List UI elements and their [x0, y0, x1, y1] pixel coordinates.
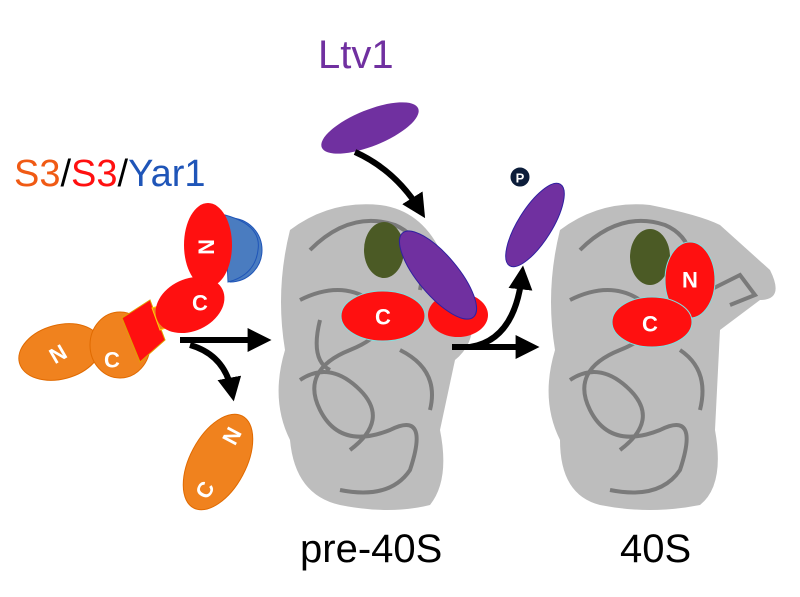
red-s3-c-domain — [611, 296, 693, 348]
rrna-lines — [298, 218, 434, 495]
pre40s-label: pre-40S — [300, 527, 442, 571]
c-label: C — [375, 305, 391, 330]
rrna-lines — [568, 218, 759, 495]
c-label: C — [642, 312, 658, 337]
yar1-label: Yar1 — [128, 153, 205, 195]
released-s3: N C — [182, 413, 254, 511]
ltv1-bound — [398, 230, 478, 320]
mature40s-label: 40S — [620, 527, 691, 571]
phosphate-label: P — [516, 171, 525, 186]
s3-label-1: S3 — [14, 153, 60, 195]
red-s3-n-domain — [184, 203, 232, 287]
s3-label-2: S3 — [71, 153, 117, 195]
arrow-ltv1-binding — [353, 149, 426, 219]
separator: / — [60, 153, 71, 195]
ltv1-free — [321, 102, 419, 154]
separator: / — [118, 153, 129, 195]
arrow-ltv1-release — [469, 265, 533, 350]
arrow-release — [189, 342, 242, 402]
mature-40s-subunit: N C — [548, 204, 776, 510]
s3-dimer-yar1-complex: N C C N — [18, 203, 263, 381]
c-label: C — [104, 348, 120, 373]
red-s3-c-domain — [155, 276, 225, 334]
olive-protein — [630, 229, 670, 285]
n-label: N — [194, 239, 219, 255]
n-label: N — [682, 268, 698, 293]
phosphate-icon — [509, 166, 531, 188]
complex-label: S3/S3/Yar1 — [14, 153, 206, 195]
pre40s-subunit: C — [278, 204, 488, 510]
ltv1-label: Ltv1 — [318, 33, 394, 77]
red-s3-c-domain — [340, 290, 426, 342]
olive-protein — [364, 222, 404, 278]
c-label: C — [192, 291, 208, 316]
